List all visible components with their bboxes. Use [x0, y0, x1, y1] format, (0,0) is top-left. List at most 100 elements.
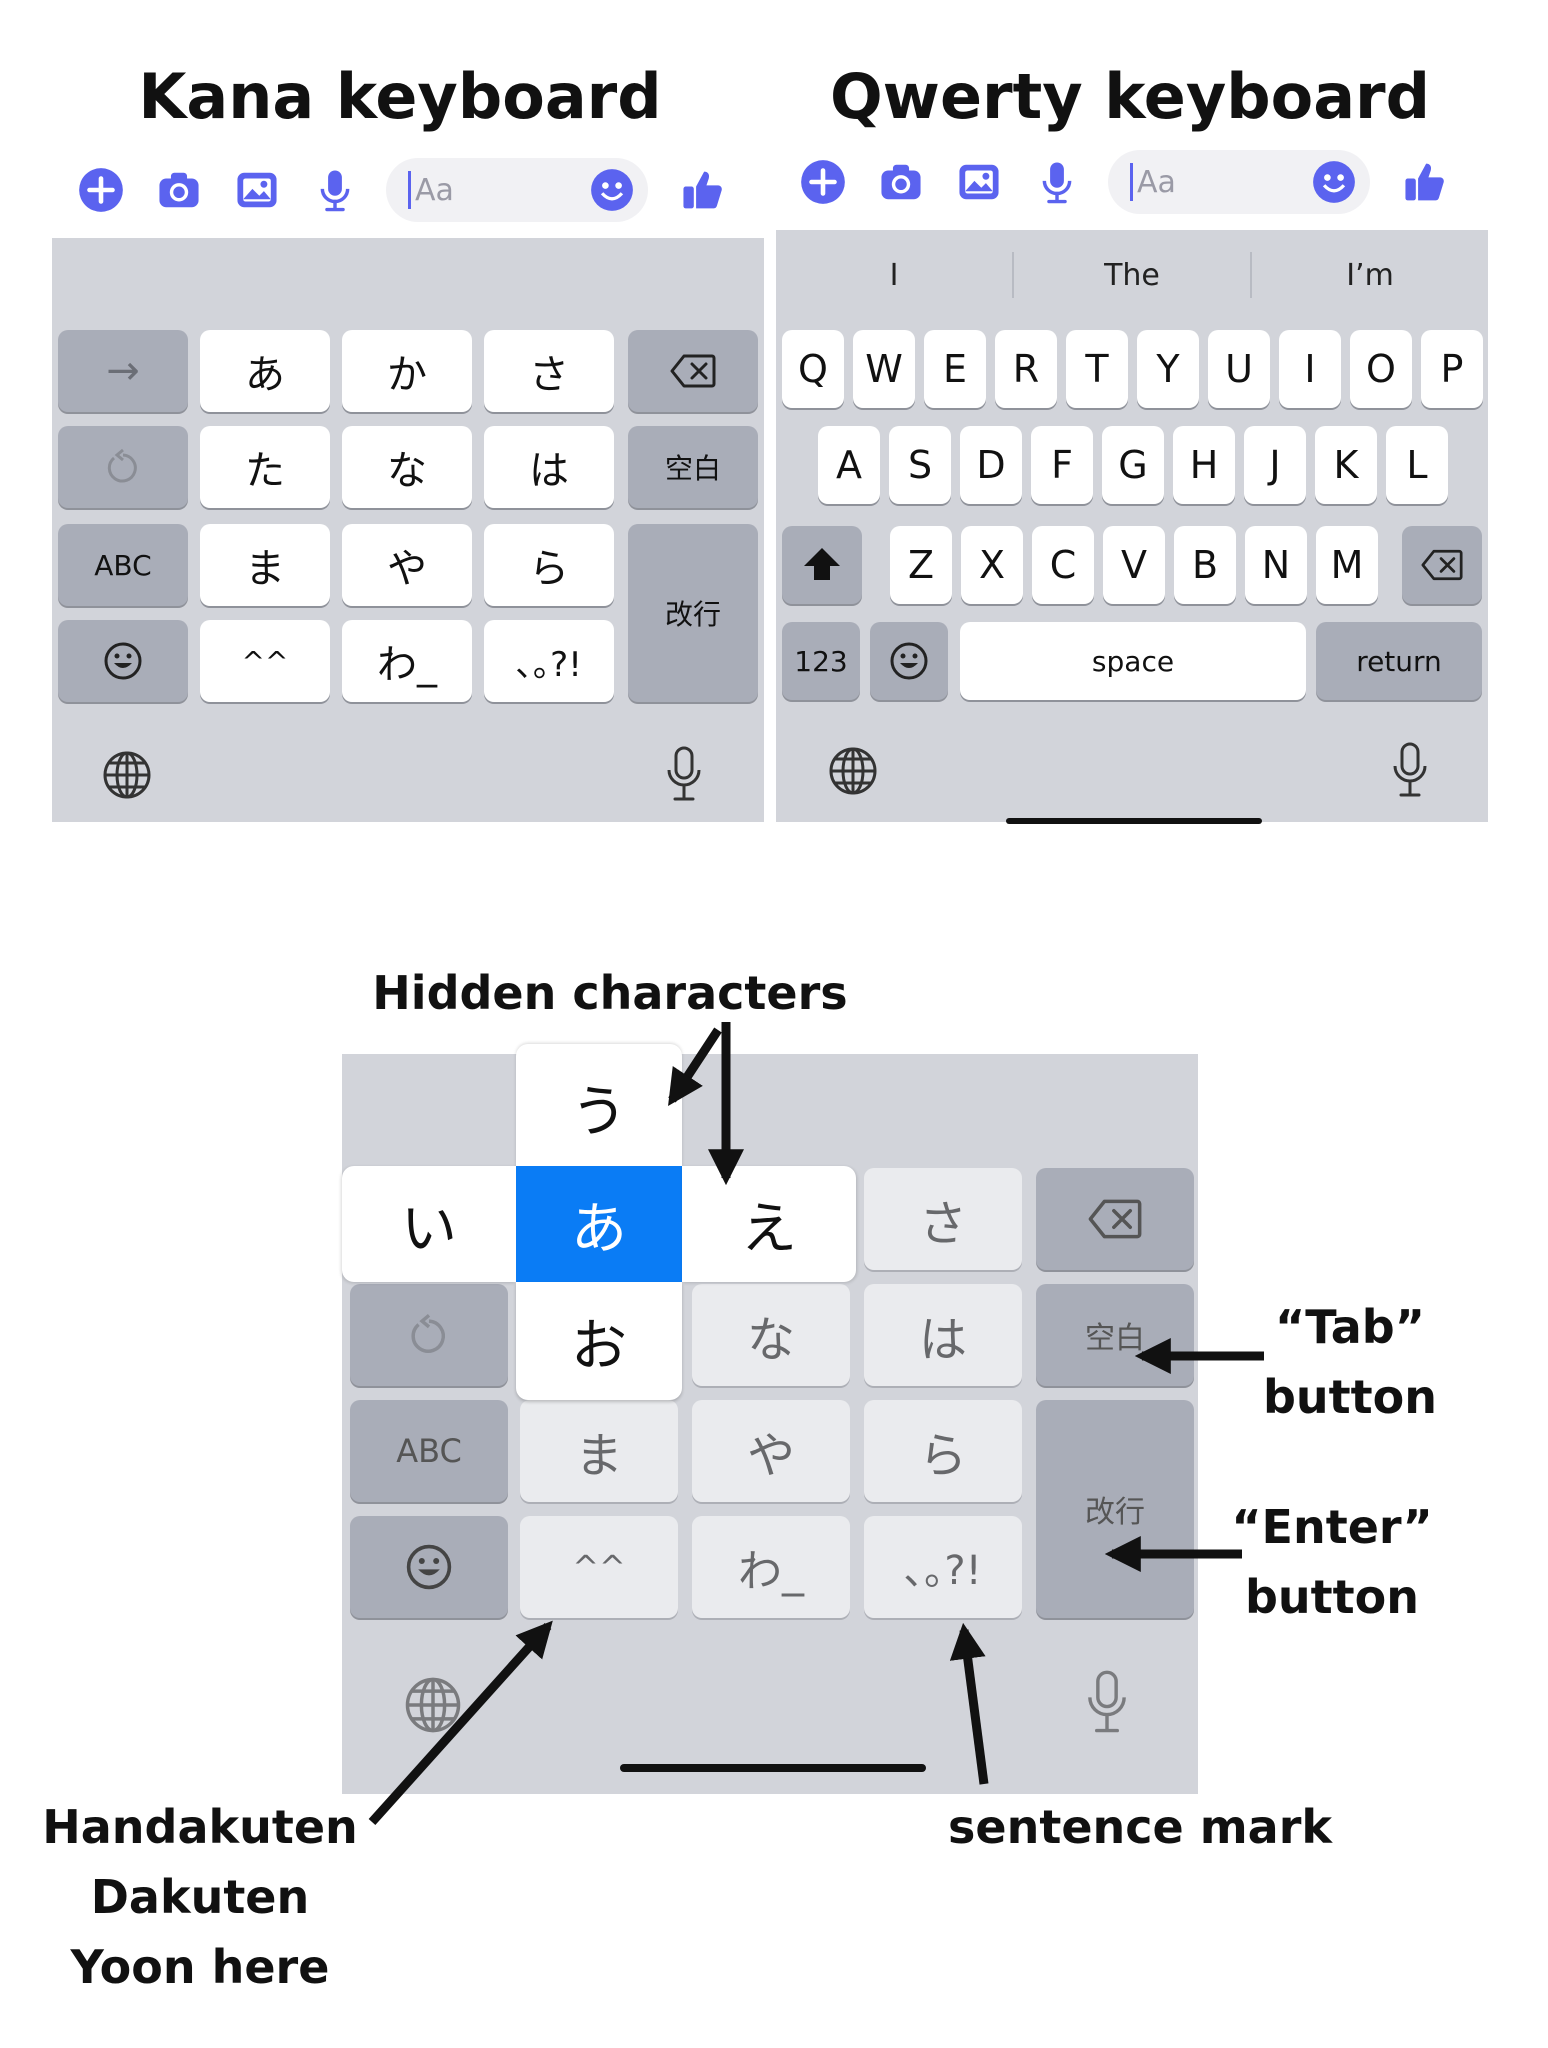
image-icon[interactable]: [952, 155, 1006, 209]
key-wa[interactable]: わ_: [692, 1516, 850, 1618]
image-icon[interactable]: [230, 163, 284, 217]
key-ya[interactable]: や: [692, 1400, 850, 1502]
undo-key[interactable]: [350, 1284, 508, 1386]
key-ma[interactable]: ま: [520, 1400, 678, 1502]
space-key[interactable]: 空白: [628, 426, 758, 508]
key-sa[interactable]: さ: [484, 330, 614, 412]
annotation-hidden-characters: Hidden characters: [372, 966, 848, 1020]
delete-icon: [1421, 549, 1463, 581]
abc-key[interactable]: ABC: [350, 1400, 508, 1502]
dakuten-key[interactable]: ^^: [200, 620, 330, 702]
kana-flick-detail: さ な は 空白 ABC ま や ら 改行 ^^ わ_ ､｡?! う い あ え…: [342, 1044, 1198, 1794]
key-na[interactable]: な: [342, 426, 472, 508]
globe-icon[interactable]: [102, 750, 152, 800]
key-ra[interactable]: ら: [484, 524, 614, 606]
emoji-key[interactable]: [870, 622, 948, 700]
add-icon[interactable]: [74, 163, 128, 217]
delete-key[interactable]: [1402, 526, 1482, 604]
key-e[interactable]: E: [924, 330, 986, 408]
key-g[interactable]: G: [1102, 426, 1164, 504]
annotation-dakuten: Dakuten: [90, 1870, 310, 1924]
key-wa[interactable]: わ_: [342, 620, 472, 702]
home-indicator: [1006, 818, 1262, 824]
annotation-enter-line2: button: [1244, 1570, 1419, 1624]
key-ta[interactable]: た: [200, 426, 330, 508]
key-k[interactable]: K: [1315, 426, 1377, 504]
key-n[interactable]: N: [1245, 526, 1307, 604]
emoji-icon[interactable]: [590, 168, 634, 212]
key-w[interactable]: W: [853, 330, 915, 408]
dakuten-key[interactable]: ^^: [520, 1516, 678, 1618]
microphone-icon[interactable]: [1030, 155, 1084, 209]
key-o[interactable]: O: [1350, 330, 1412, 408]
numbers-key[interactable]: 123: [782, 622, 860, 700]
shift-key[interactable]: [782, 526, 862, 604]
dictation-icon[interactable]: [1084, 1670, 1130, 1734]
key-b[interactable]: B: [1174, 526, 1236, 604]
key-h[interactable]: H: [1173, 426, 1235, 504]
dictation-icon[interactable]: [1390, 742, 1430, 798]
punctuation-key[interactable]: ､｡?!: [864, 1516, 1022, 1618]
return-key[interactable]: return: [1316, 622, 1482, 700]
key-x[interactable]: X: [961, 526, 1023, 604]
camera-icon[interactable]: [152, 163, 206, 217]
key-q[interactable]: Q: [782, 330, 844, 408]
annotation-handakuten: Handakuten: [42, 1800, 358, 1854]
message-input[interactable]: Aa: [386, 158, 648, 222]
next-candidate-key[interactable]: →: [58, 330, 188, 412]
key-v[interactable]: V: [1103, 526, 1165, 604]
emoji-key[interactable]: [350, 1516, 508, 1618]
key-m[interactable]: M: [1316, 526, 1378, 604]
key-i[interactable]: I: [1279, 330, 1341, 408]
key-f[interactable]: F: [1031, 426, 1093, 504]
suggestion-divider: [1250, 252, 1252, 298]
microphone-icon[interactable]: [308, 163, 362, 217]
globe-icon[interactable]: [828, 746, 878, 796]
key-ka[interactable]: か: [342, 330, 472, 412]
key-s[interactable]: S: [889, 426, 951, 504]
key-ha[interactable]: は: [484, 426, 614, 508]
key-a[interactable]: A: [818, 426, 880, 504]
suggestion-1[interactable]: I: [889, 257, 899, 293]
key-z[interactable]: Z: [890, 526, 952, 604]
space-key[interactable]: space: [960, 622, 1306, 700]
delete-key[interactable]: [628, 330, 758, 412]
key-j[interactable]: J: [1244, 426, 1306, 504]
thumbs-up-icon[interactable]: [1398, 155, 1452, 209]
key-d[interactable]: D: [960, 426, 1022, 504]
key-na[interactable]: な: [692, 1284, 850, 1386]
delete-key[interactable]: [1036, 1168, 1194, 1270]
key-ya[interactable]: や: [342, 524, 472, 606]
thumbs-up-icon[interactable]: [676, 163, 730, 217]
return-key[interactable]: 改行: [628, 524, 758, 702]
kana-message-toolbar: Aa: [74, 150, 774, 230]
key-c[interactable]: C: [1032, 526, 1094, 604]
key-ha[interactable]: は: [864, 1284, 1022, 1386]
return-key[interactable]: 改行: [1036, 1400, 1194, 1618]
key-a[interactable]: あ: [200, 330, 330, 412]
add-icon[interactable]: [796, 155, 850, 209]
key-p[interactable]: P: [1421, 330, 1483, 408]
emoji-icon[interactable]: [1312, 160, 1356, 204]
key-l[interactable]: L: [1386, 426, 1448, 504]
globe-icon[interactable]: [404, 1676, 462, 1734]
undo-key[interactable]: [58, 426, 188, 508]
abc-key[interactable]: ABC: [58, 524, 188, 606]
punctuation-key[interactable]: ､｡?!: [484, 620, 614, 702]
annotation-dakuten-key: Handakuten Dakuten Yoon here: [40, 1792, 360, 2002]
key-t[interactable]: T: [1066, 330, 1128, 408]
key-r[interactable]: R: [995, 330, 1057, 408]
key-ma[interactable]: ま: [200, 524, 330, 606]
key-y[interactable]: Y: [1137, 330, 1199, 408]
suggestion-3[interactable]: I’m: [1346, 257, 1394, 293]
message-placeholder: Aa: [415, 172, 454, 208]
dictation-icon[interactable]: [664, 746, 704, 802]
key-sa[interactable]: さ: [864, 1168, 1022, 1270]
suggestion-2[interactable]: The: [1104, 257, 1160, 293]
emoji-key[interactable]: [58, 620, 188, 702]
camera-icon[interactable]: [874, 155, 928, 209]
key-ra[interactable]: ら: [864, 1400, 1022, 1502]
key-u[interactable]: U: [1208, 330, 1270, 408]
message-input[interactable]: Aa: [1108, 150, 1370, 214]
